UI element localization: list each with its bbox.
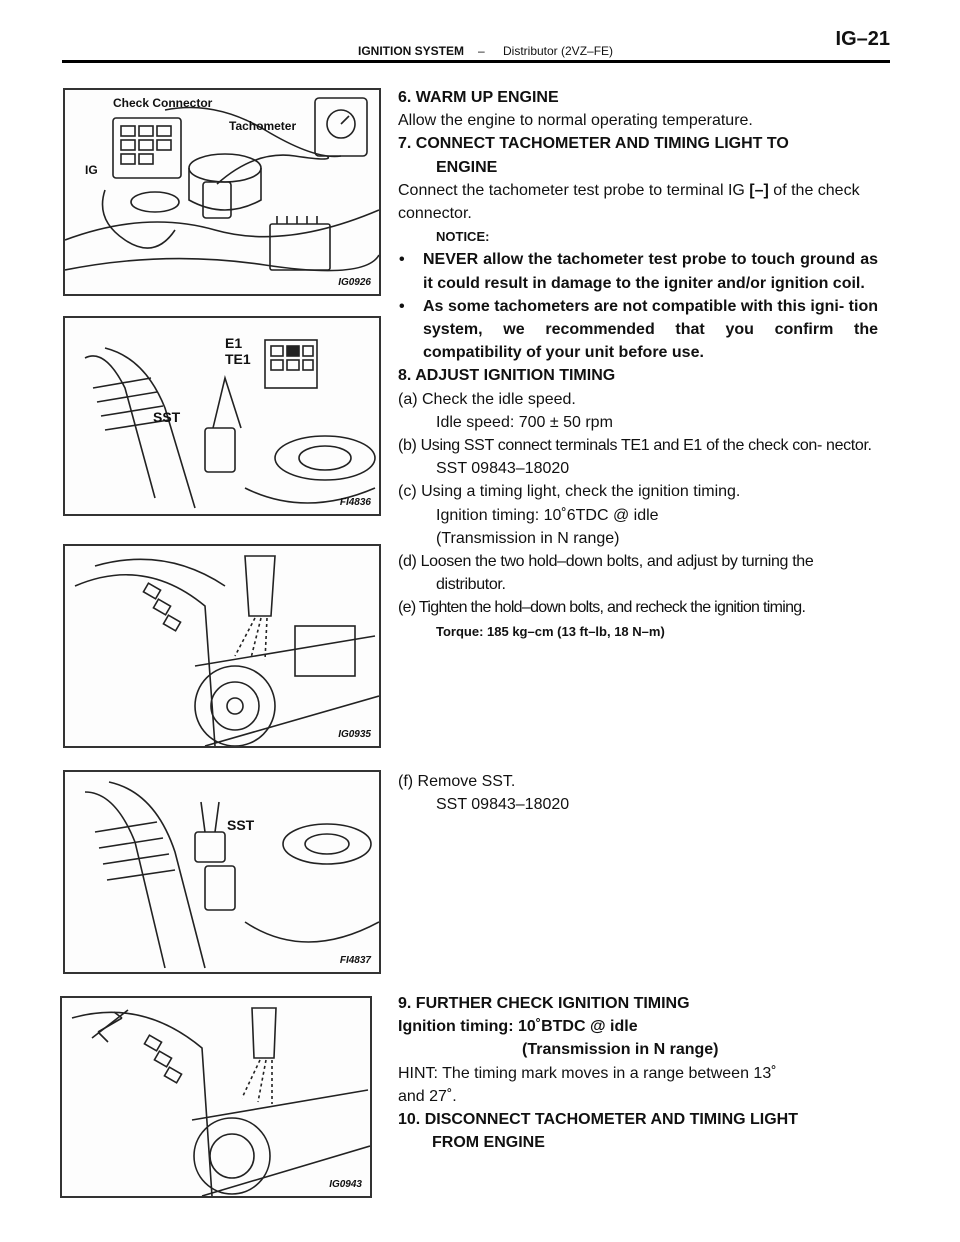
step-7-terminal: [–] (749, 181, 769, 199)
step-10-title-a: 10. DISCONNECT TACHOMETER AND TIMING LIG… (398, 1111, 798, 1129)
notice-bullet-1: NEVER allow the tachometer test probe to… (398, 248, 878, 294)
step-9-title: 9. FURTHER CHECK IGNITION TIMING (398, 995, 690, 1012)
notice-bullet-2: As some tachometers are not compatible w… (398, 295, 878, 365)
header-dash: – (478, 44, 485, 58)
step-8e: (e) Tighten the hold–down bolts, and rec… (398, 599, 806, 617)
step-8c: (c) Using a timing light, check the igni… (398, 483, 741, 501)
step-9-spec-2: (Transmission in N range) (522, 1041, 719, 1059)
torque-spec: Torque: 185 kg–cm (13 ft–lb, 18 N–m) (436, 623, 665, 639)
figure-tachometer-connection: Check Connector Tachometer IG IG0926 (63, 88, 381, 296)
remove-sst-illustration: SST (84, 781, 379, 969)
step-8d: (d) Loosen the two hold–down bolts, and … (398, 553, 814, 594)
figure-code: IG0943 (329, 1179, 362, 1190)
figure-code: FI4836 (339, 497, 371, 508)
notice-label: NOTICE: (436, 229, 490, 245)
step-7-title-b: ENGINE (436, 158, 498, 176)
step-10-title-b: FROM ENGINE (432, 1134, 545, 1152)
label-te1: TE1 (225, 351, 251, 367)
header-subsystem: Distributor (2VZ–FE) (503, 44, 614, 58)
step-8f-spec: SST 09843–18020 (436, 796, 570, 814)
label-sst: SST (227, 817, 255, 833)
figure-code: IG0935 (338, 729, 371, 740)
step-8-title: 8. ADJUST IGNITION TIMING (398, 367, 616, 385)
label-tachometer: Tachometer (229, 119, 296, 133)
step-7-text-b: of the check connector. (398, 181, 860, 223)
page-number: IG–21 (835, 28, 890, 50)
figure-code: FI4837 (339, 955, 371, 966)
step-7-text: Connect the tachometer test probe to ter… (398, 179, 878, 225)
label-ig: IG (85, 163, 98, 177)
figure-remove-sst: SST FI4837 (63, 770, 381, 974)
step-8f: (f) Remove SST. (398, 773, 516, 790)
figure-timing-light: IG0935 (63, 544, 381, 748)
step-8c-spec-2: (Transmission in N range) (436, 529, 620, 547)
step-6-text: Allow the engine to normal operating tem… (398, 112, 753, 130)
figure-timing-mark-check: IG0943 (60, 996, 372, 1198)
procedure-block-3: 9. FURTHER CHECK IGNITION TIMING Ignitio… (398, 992, 878, 1154)
step-8a: (a) Check the idle speed. (398, 390, 576, 408)
timing-mark-illustration (71, 1007, 370, 1196)
figure-sst-connection: E1 TE1 SST FI4836 (63, 316, 381, 516)
step-9-spec-1: Ignition timing: 10˚BTDC @ idle (398, 1018, 638, 1036)
step-8c-spec-1: Ignition timing: 10˚6TDC @ idle (436, 506, 659, 524)
label-e1: E1 (225, 335, 242, 351)
step-9-hint: HINT: The timing mark moves in a range b… (398, 1064, 777, 1105)
procedure-block-2: (f) Remove SST. SST 09843–18020 (398, 770, 878, 816)
tachometer-illustration: Check Connector Tachometer IG (65, 96, 379, 272)
header-rule (62, 60, 890, 63)
step-8b-spec: SST 09843–18020 (436, 460, 570, 478)
header-system: IGNITION SYSTEM (358, 44, 465, 58)
sst-illustration: E1 TE1 SST (84, 335, 376, 509)
procedure-block-1: 6. WARM UP ENGINE Allow the engine to no… (398, 86, 878, 643)
label-check-connector: Check Connector (113, 96, 213, 110)
step-7-title-a: 7. CONNECT TACHOMETER AND TIMING LIGHT T… (398, 135, 789, 153)
step-8a-spec: Idle speed: 700 ± 50 rpm (436, 413, 613, 431)
figure-code: IG0926 (338, 277, 371, 288)
step-7-text-a: Connect the tachometer test probe to ter… (398, 181, 750, 199)
step-8b: (b) Using SST connect terminals TE1 and … (398, 437, 872, 455)
label-sst: SST (153, 409, 181, 425)
timing-light-illustration (74, 555, 379, 746)
step-6-title: 6. WARM UP ENGINE (398, 89, 559, 106)
